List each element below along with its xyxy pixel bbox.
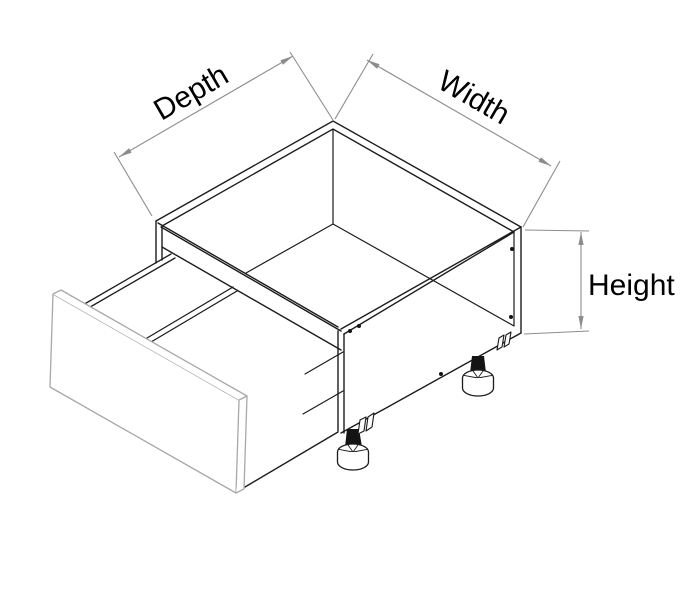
- height-extension-line-bottom: [523, 330, 590, 335]
- cavity-line-lower: [302, 390, 344, 415]
- front-rail-top-front-edge: [160, 226, 342, 332]
- right-foot-base-side: [461, 377, 495, 397]
- height-arrow-bottom: [578, 316, 584, 329]
- depth-arrow-left: [119, 148, 132, 157]
- cabinet-top-rim-outer: [155, 120, 522, 228]
- bottom-edge-front-behind-drawer: [244, 431, 339, 488]
- interior-bottom-left-edge: [245, 223, 334, 274]
- drawer-left-side-top-outer: [80, 253, 172, 307]
- height-label: Height: [588, 269, 675, 302]
- width-extension-line-left: [334, 53, 374, 120]
- depth-dimension-line: [118, 55, 294, 158]
- height-dimension: [523, 229, 590, 335]
- drawer-front-panel: [49, 289, 248, 494]
- hole-dot: [439, 372, 443, 376]
- depth-extension-line-left: [113, 151, 153, 217]
- drawer-front-top-edge: [52, 289, 248, 401]
- width-extension-line-right: [522, 160, 561, 228]
- width-dimension: [334, 53, 561, 228]
- front-clip-strip-1: [357, 416, 367, 435]
- drawer-left-side-top-inner: [84, 257, 176, 311]
- hole-dot: [357, 324, 361, 328]
- mounting-clips: [357, 331, 512, 435]
- adjustable-foot-right: [461, 356, 495, 397]
- depth-extension-line-right: [289, 51, 334, 121]
- right-foot-stem: [470, 356, 486, 373]
- depth-arrow-right: [280, 56, 293, 65]
- hole-dot: [510, 247, 514, 251]
- height-extension-line-top: [524, 229, 590, 232]
- width-arrow-right: [538, 157, 551, 166]
- hole-dot: [509, 315, 513, 319]
- depth-label: Depth: [148, 58, 234, 127]
- front-clip-strip-2: [365, 412, 375, 432]
- right-panel-top-inner: [343, 231, 515, 335]
- drawer-right-side-top-outer: [141, 286, 234, 342]
- interior-bottom-right-edge: [332, 223, 515, 327]
- depth-dimension: [113, 51, 334, 217]
- drill-holes: [348, 247, 514, 376]
- height-arrow-top: [578, 232, 584, 245]
- hole-dot: [348, 329, 352, 333]
- cavity-line-upper: [304, 351, 344, 375]
- width-dimension-line: [366, 59, 552, 167]
- drawer-front-right-edge: [235, 395, 248, 494]
- front-rail-top-back-edge: [157, 222, 339, 328]
- right-clip-strip-2: [503, 331, 512, 348]
- drawer-box: [80, 253, 238, 346]
- front-rail-bottom-edge: [161, 246, 342, 351]
- right-panel-top-outer: [340, 226, 522, 330]
- front-foot-base-side: [336, 451, 370, 471]
- cabinet-top-rim-inner: [161, 128, 515, 233]
- drawer-right-side-top-inner: [145, 290, 238, 346]
- adjustable-foot-front: [336, 429, 370, 471]
- cabinet-body: [155, 120, 522, 488]
- drawer-front-face: [49, 293, 240, 494]
- right-clip-strip-1: [496, 334, 505, 351]
- width-arrow-left: [367, 60, 380, 69]
